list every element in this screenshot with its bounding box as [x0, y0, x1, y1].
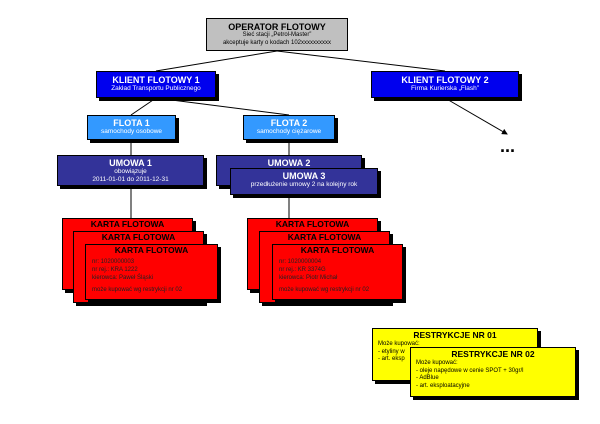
card-title: KARTA FLOTOWA: [287, 232, 362, 242]
card-title: KARTA FLOTOWA: [90, 219, 165, 229]
card-title: KARTA FLOTOWA: [300, 245, 375, 255]
operator-line2: akceptuje karty o kodach 102xxxxxxxxxx: [222, 39, 332, 46]
restriction-title: RESTRYKCJE NR 02: [451, 349, 535, 359]
client-box-2: KLIENT FLOTOWY 2 Firma Kurierska „Flash”: [371, 71, 519, 98]
card-box: KARTA FLOTOWA nr: 1020000003 nr rej.: KR…: [85, 244, 218, 300]
contract-line: przedłużenie umowy 2 na kolejny rok: [250, 181, 358, 189]
restriction-title: RESTRYKCJE NR 01: [413, 330, 497, 340]
client-title: KLIENT FLOTOWY 2: [401, 75, 489, 85]
client-title: KLIENT FLOTOWY 1: [112, 75, 200, 85]
edge-operator-client1: [155, 50, 278, 72]
operator-line1: Sieć stacji „Petrol-Master”: [242, 32, 312, 39]
contract-line: obowiązuje: [114, 168, 147, 176]
restriction-item: - art. eksp: [378, 356, 405, 363]
contract-title: UMOWA 2: [267, 158, 311, 168]
card-box: KARTA FLOTOWA nr: 1020000004 nr rej.: KR…: [272, 244, 403, 300]
client-box-1: KLIENT FLOTOWY 1 Zakład Transportu Publi…: [96, 71, 216, 98]
edge-client1-fleet2: [155, 97, 290, 116]
fleet-box-2: FLOTA 2 samochody ciężarowe: [243, 115, 335, 140]
fleet-sub: samochody osobowe: [100, 128, 163, 136]
client-sub: Firma Kurierska „Flash”: [411, 85, 479, 93]
card-number: nr: 1020000004: [279, 258, 322, 265]
card-driver: kierowca: Piotr Michał: [279, 274, 338, 281]
operator-title: OPERATOR FLOTOWY: [228, 22, 326, 32]
restriction-item: Może kupować:: [416, 359, 458, 366]
contract-title: UMOWA 3: [282, 171, 326, 181]
fleet-title: FLOTA 1: [113, 118, 150, 128]
operator-box: OPERATOR FLOTOWY Sieć stacji „Petrol-Mas…: [206, 18, 348, 51]
card-restriction: może kupować wg restrykcji nr 02: [279, 287, 370, 294]
restriction-item: - oleje napędowe w cenie SPOT + 30gr/l: [416, 367, 524, 374]
restriction-item: - etyliny w: [378, 348, 405, 355]
fleet-sub: samochody ciężarowe: [256, 128, 322, 136]
edge-operator-client2: [276, 50, 446, 72]
restriction-box-2: RESTRYKCJE NR 02 Może kupować: - oleje n…: [410, 347, 576, 397]
more-clients-ellipsis: ...: [500, 136, 516, 156]
contract-line: 2011-01-01 do 2011-12-31: [92, 176, 169, 184]
contract-title: UMOWA 1: [109, 158, 152, 168]
card-plate: nr rej.: KRA 1222: [92, 266, 138, 273]
restriction-item: Może kupować:: [378, 340, 420, 347]
edge-client2-more: [444, 97, 508, 135]
edge-client1-fleet1: [130, 97, 157, 116]
restriction-item: - art. eksploatacyjne: [416, 383, 470, 390]
card-driver: kierowca: Paweł Śląski: [92, 274, 154, 281]
contract-box-1: UMOWA 1 obowiązuje 2011-01-01 do 2011-12…: [57, 155, 204, 186]
card-restriction: może kupować wg restrykcji nr 02: [92, 287, 183, 294]
restriction-item: - AdBlue: [416, 375, 439, 382]
card-title: KARTA FLOTOWA: [114, 245, 189, 255]
card-plate: nr rej.: KR 3374G: [279, 266, 326, 273]
fleet-title: FLOTA 2: [270, 118, 308, 128]
card-number: nr: 1020000003: [92, 258, 135, 265]
card-title: KARTA FLOTOWA: [275, 219, 350, 229]
fleet-box-1: FLOTA 1 samochody osobowe: [87, 115, 176, 140]
contract-box-3: UMOWA 3 przedłużenie umowy 2 na kolejny …: [230, 168, 378, 195]
card-title: KARTA FLOTOWA: [101, 232, 176, 242]
client-sub: Zakład Transportu Publicznego: [111, 85, 201, 93]
